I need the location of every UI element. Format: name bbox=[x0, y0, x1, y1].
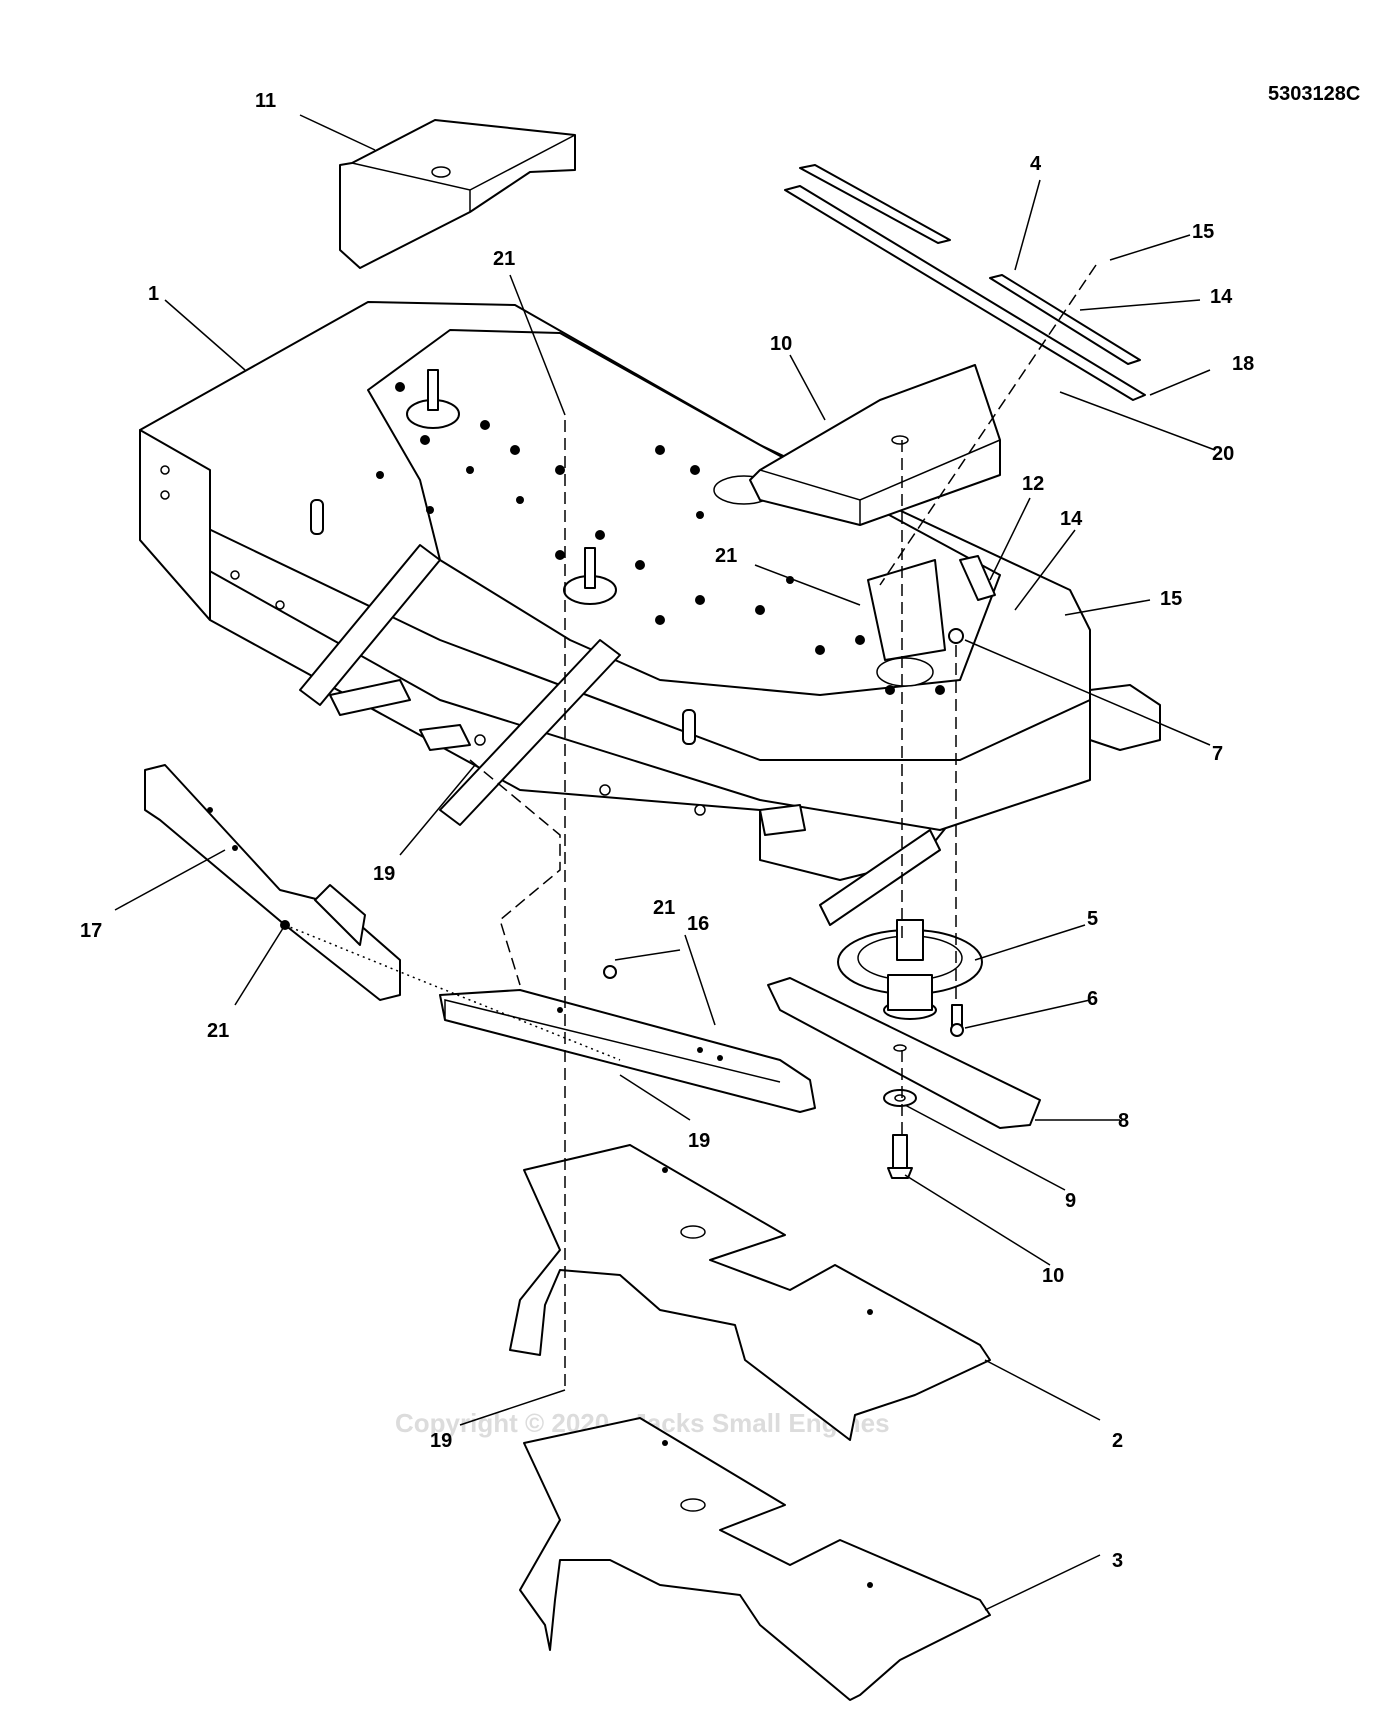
callout-15-mid: 15 bbox=[1160, 588, 1182, 610]
part-1-mower-deck bbox=[139, 301, 1161, 926]
callout-19-low: 19 bbox=[430, 1430, 452, 1452]
callout-20: 20 bbox=[1212, 443, 1234, 465]
assembly-lines bbox=[284, 264, 1097, 1390]
callout-10: 10 bbox=[1042, 1265, 1064, 1287]
leader-lines bbox=[114, 114, 1216, 1611]
callout-21-top: 21 bbox=[493, 248, 515, 270]
callout-5: 5 bbox=[1087, 908, 1098, 930]
callout-7: 7 bbox=[1212, 743, 1223, 765]
part-17-baffle bbox=[144, 764, 401, 1001]
part-4-bar-long bbox=[989, 274, 1141, 365]
callout-21-mid: 21 bbox=[715, 545, 737, 567]
part-9-washer bbox=[883, 1089, 917, 1107]
callout-14-mid: 14 bbox=[1060, 508, 1083, 530]
part-16-baffle bbox=[439, 965, 816, 1113]
document-number: 5303128C bbox=[1268, 83, 1360, 105]
callout-14-top: 14 bbox=[1210, 286, 1233, 308]
callout-8: 8 bbox=[1118, 1110, 1129, 1132]
callout-9: 9 bbox=[1065, 1190, 1076, 1212]
part-12-cover bbox=[749, 364, 1001, 526]
callout-1: 1 bbox=[148, 283, 159, 305]
callout-labels: 11 1 21 10 4 15 14 18 20 12 14 15 21 7 1… bbox=[80, 90, 1254, 1572]
callout-17: 17 bbox=[80, 920, 102, 942]
part-18-strap bbox=[784, 185, 1146, 401]
part-10-bolt bbox=[887, 1134, 913, 1179]
callout-19-upper: 19 bbox=[373, 863, 395, 885]
part-7-nut bbox=[948, 628, 964, 644]
callout-2: 2 bbox=[1112, 1430, 1123, 1452]
callout-6: 6 bbox=[1087, 988, 1098, 1010]
callout-4: 4 bbox=[1030, 153, 1042, 175]
callout-21-lowleft: 21 bbox=[207, 1020, 229, 1042]
part-8-blade bbox=[767, 977, 1041, 1129]
callout-3: 3 bbox=[1112, 1550, 1123, 1572]
callout-13: 11 bbox=[255, 90, 276, 112]
part-4-bar bbox=[799, 164, 951, 244]
callout-21-center: 21 bbox=[653, 897, 675, 919]
callout-15-top: 15 bbox=[1192, 221, 1214, 243]
callout-11: 12 bbox=[1022, 473, 1044, 495]
part-2-baffle-plate bbox=[509, 1144, 991, 1441]
part-11-bracket bbox=[867, 555, 996, 661]
callout-16: 16 bbox=[687, 913, 709, 935]
part-3-baffle-plate bbox=[519, 1417, 991, 1701]
part-6-bolt bbox=[950, 1004, 964, 1037]
part-13-cover bbox=[339, 119, 576, 269]
callout-18: 18 bbox=[1232, 353, 1254, 375]
callout-12: 10 bbox=[770, 333, 792, 355]
callout-19-mid: 19 bbox=[688, 1130, 710, 1152]
